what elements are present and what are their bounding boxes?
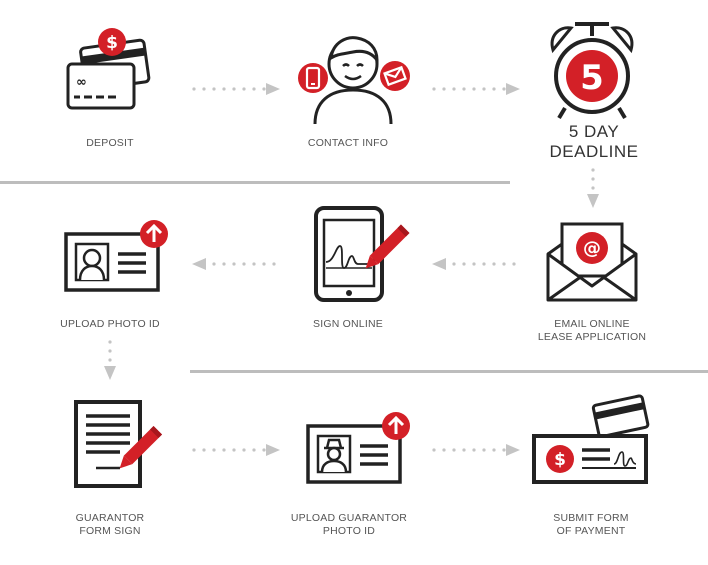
section-divider xyxy=(0,181,510,184)
dotted-arrow-down xyxy=(587,168,599,212)
deadline-line-1: 5 DAY xyxy=(568,122,620,141)
deposit-label: DEPOSIT xyxy=(86,137,134,149)
svg-text:∞: ∞ xyxy=(76,75,87,90)
payment-label-line-1: SUBMIT FORM xyxy=(553,512,629,524)
envelope-at-icon: @ xyxy=(544,220,639,310)
email-label-line-1: EMAIL ONLINE xyxy=(554,318,630,330)
contact-info-label: CONTACT INFO xyxy=(307,137,389,149)
deadline-line-2: DEADLINE xyxy=(549,142,639,161)
credit-card-dollar-icon: ∞ $ xyxy=(60,24,160,114)
dotted-arrow-right xyxy=(432,444,522,456)
sign-online-label: SIGN ONLINE xyxy=(313,318,383,330)
upload-photo-id-label: UPLOAD PHOTO ID xyxy=(60,318,160,330)
email-label-line-2: LEASE APPLICATION xyxy=(537,331,647,343)
id-card-upload-icon xyxy=(62,218,172,298)
section-divider xyxy=(190,370,708,373)
svg-text:$: $ xyxy=(106,33,118,53)
submit-form-of-payment-label: SUBMIT FORM OF PAYMENT xyxy=(553,512,629,538)
dotted-arrow-down xyxy=(104,340,116,384)
guarantor-id-label-line-2: PHOTO ID xyxy=(322,525,376,537)
guarantor-id-upload-icon xyxy=(304,410,414,490)
dotted-arrow-right xyxy=(192,83,282,95)
payment-label-line-2: OF PAYMENT xyxy=(556,525,626,537)
alarm-clock-icon: 5 xyxy=(545,22,640,122)
email-application-label: EMAIL ONLINE LEASE APPLICATION xyxy=(538,318,646,344)
check-payment-icon: $ xyxy=(530,392,655,487)
dotted-arrow-right xyxy=(192,444,282,456)
guarantor-form-sign-label: GUARANTOR FORM SIGN xyxy=(76,512,145,538)
guarantor-label-line-1: GUARANTOR xyxy=(75,512,145,524)
document-sign-icon xyxy=(72,400,172,495)
svg-text:@: @ xyxy=(583,238,601,259)
deadline-label: 5 DAY DEADLINE xyxy=(549,122,638,162)
dotted-arrow-left xyxy=(190,258,280,270)
dotted-arrow-right xyxy=(432,83,522,95)
guarantor-label-line-2: FORM SIGN xyxy=(79,525,141,537)
guarantor-id-label-line-1: UPLOAD GUARANTOR xyxy=(290,512,408,524)
upload-guarantor-photo-id-label: UPLOAD GUARANTOR PHOTO ID xyxy=(291,512,407,538)
svg-text:$: $ xyxy=(554,450,566,470)
dotted-arrow-left xyxy=(430,258,520,270)
tablet-signature-icon xyxy=(312,206,412,306)
svg-text:5: 5 xyxy=(580,58,604,98)
person-phone-email-icon xyxy=(295,24,415,125)
